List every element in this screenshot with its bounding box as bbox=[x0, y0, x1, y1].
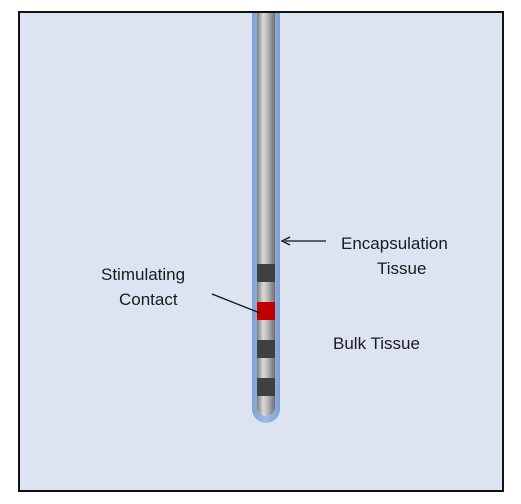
stimulating-contact bbox=[257, 302, 275, 320]
stimulating-leader-line bbox=[211, 293, 261, 314]
bulk-tissue-label: Bulk Tissue bbox=[333, 334, 420, 353]
diagram-frame: Encapsulation Tissue Stimulating Contact… bbox=[18, 11, 504, 492]
electrode-diagram: Encapsulation Tissue Stimulating Contact… bbox=[101, 13, 448, 423]
encapsulation-arrowhead bbox=[280, 236, 291, 246]
stimulating-label-line1: Stimulating bbox=[101, 265, 185, 284]
electrode-contacts bbox=[257, 264, 275, 396]
electrode-contact bbox=[257, 378, 275, 396]
electrode-contact bbox=[257, 340, 275, 358]
stimulating-label-line2: Contact bbox=[119, 290, 178, 309]
encapsulation-label-line2: Tissue bbox=[377, 259, 426, 278]
encapsulation-label-line1: Encapsulation bbox=[341, 234, 448, 253]
electrode-contact bbox=[257, 264, 275, 282]
